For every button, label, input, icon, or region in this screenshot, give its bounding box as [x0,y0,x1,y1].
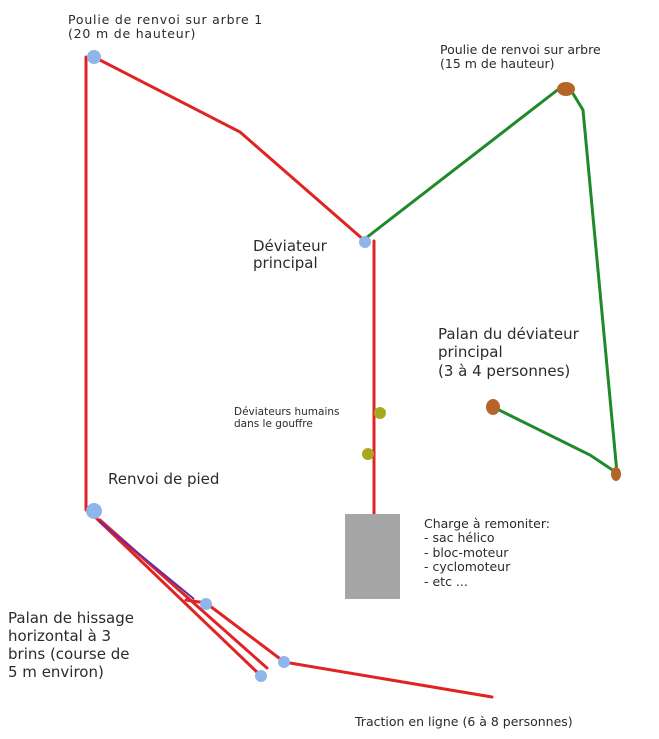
pulley-tree1-node [87,50,101,64]
rope-hoist-diagonal [204,601,285,663]
label-deviator-hoist: Palan du déviateur principal (3 à 4 pers… [438,325,579,380]
rope-foot-to-hoist-a [91,513,262,677]
label-human-deviators: Déviateurs humains dans le gouffre [234,406,340,431]
purple-tagline [98,520,195,600]
label-pulley-tree1: Poulie de renvoi sur arbre 1 (20 m de ha… [68,12,264,42]
rope-hoist-to-anchor [491,405,619,475]
hoist-node-1 [200,598,212,610]
red-rope-lines [84,55,494,699]
foot-return-node [86,503,102,519]
pulley-tree2-node [557,82,575,96]
rope-traction [282,660,494,699]
label-pulley-tree2: Poulie de renvoi sur arbre (15 m de haut… [440,42,601,72]
green-rope-lines [364,86,619,475]
anchor-node [611,467,621,481]
label-foot-return: Renvoi de pied [108,470,220,488]
human-deviator-node-1 [374,407,386,419]
rope-deviator-to-tree2 [364,86,562,240]
label-load: Charge à remoniter: - sac hélico - bloc-… [424,516,550,589]
hoist-node-2 [278,656,290,668]
rope-tree1-to-deviator [92,55,367,243]
hoist-node-3 [255,670,267,682]
load-box [345,514,400,599]
label-horizontal-hoist: Palan de hissage horizontal à 3 brins (c… [8,609,134,681]
label-traction: Traction en ligne (6 à 8 personnes) [355,714,573,729]
rope-tree2-to-anchor [570,90,619,475]
label-main-deviator: Déviateur principal [253,237,327,273]
human-deviator-node-2 [362,448,374,460]
main-deviator-node [359,236,371,248]
deviator-hoist-node [486,399,500,415]
